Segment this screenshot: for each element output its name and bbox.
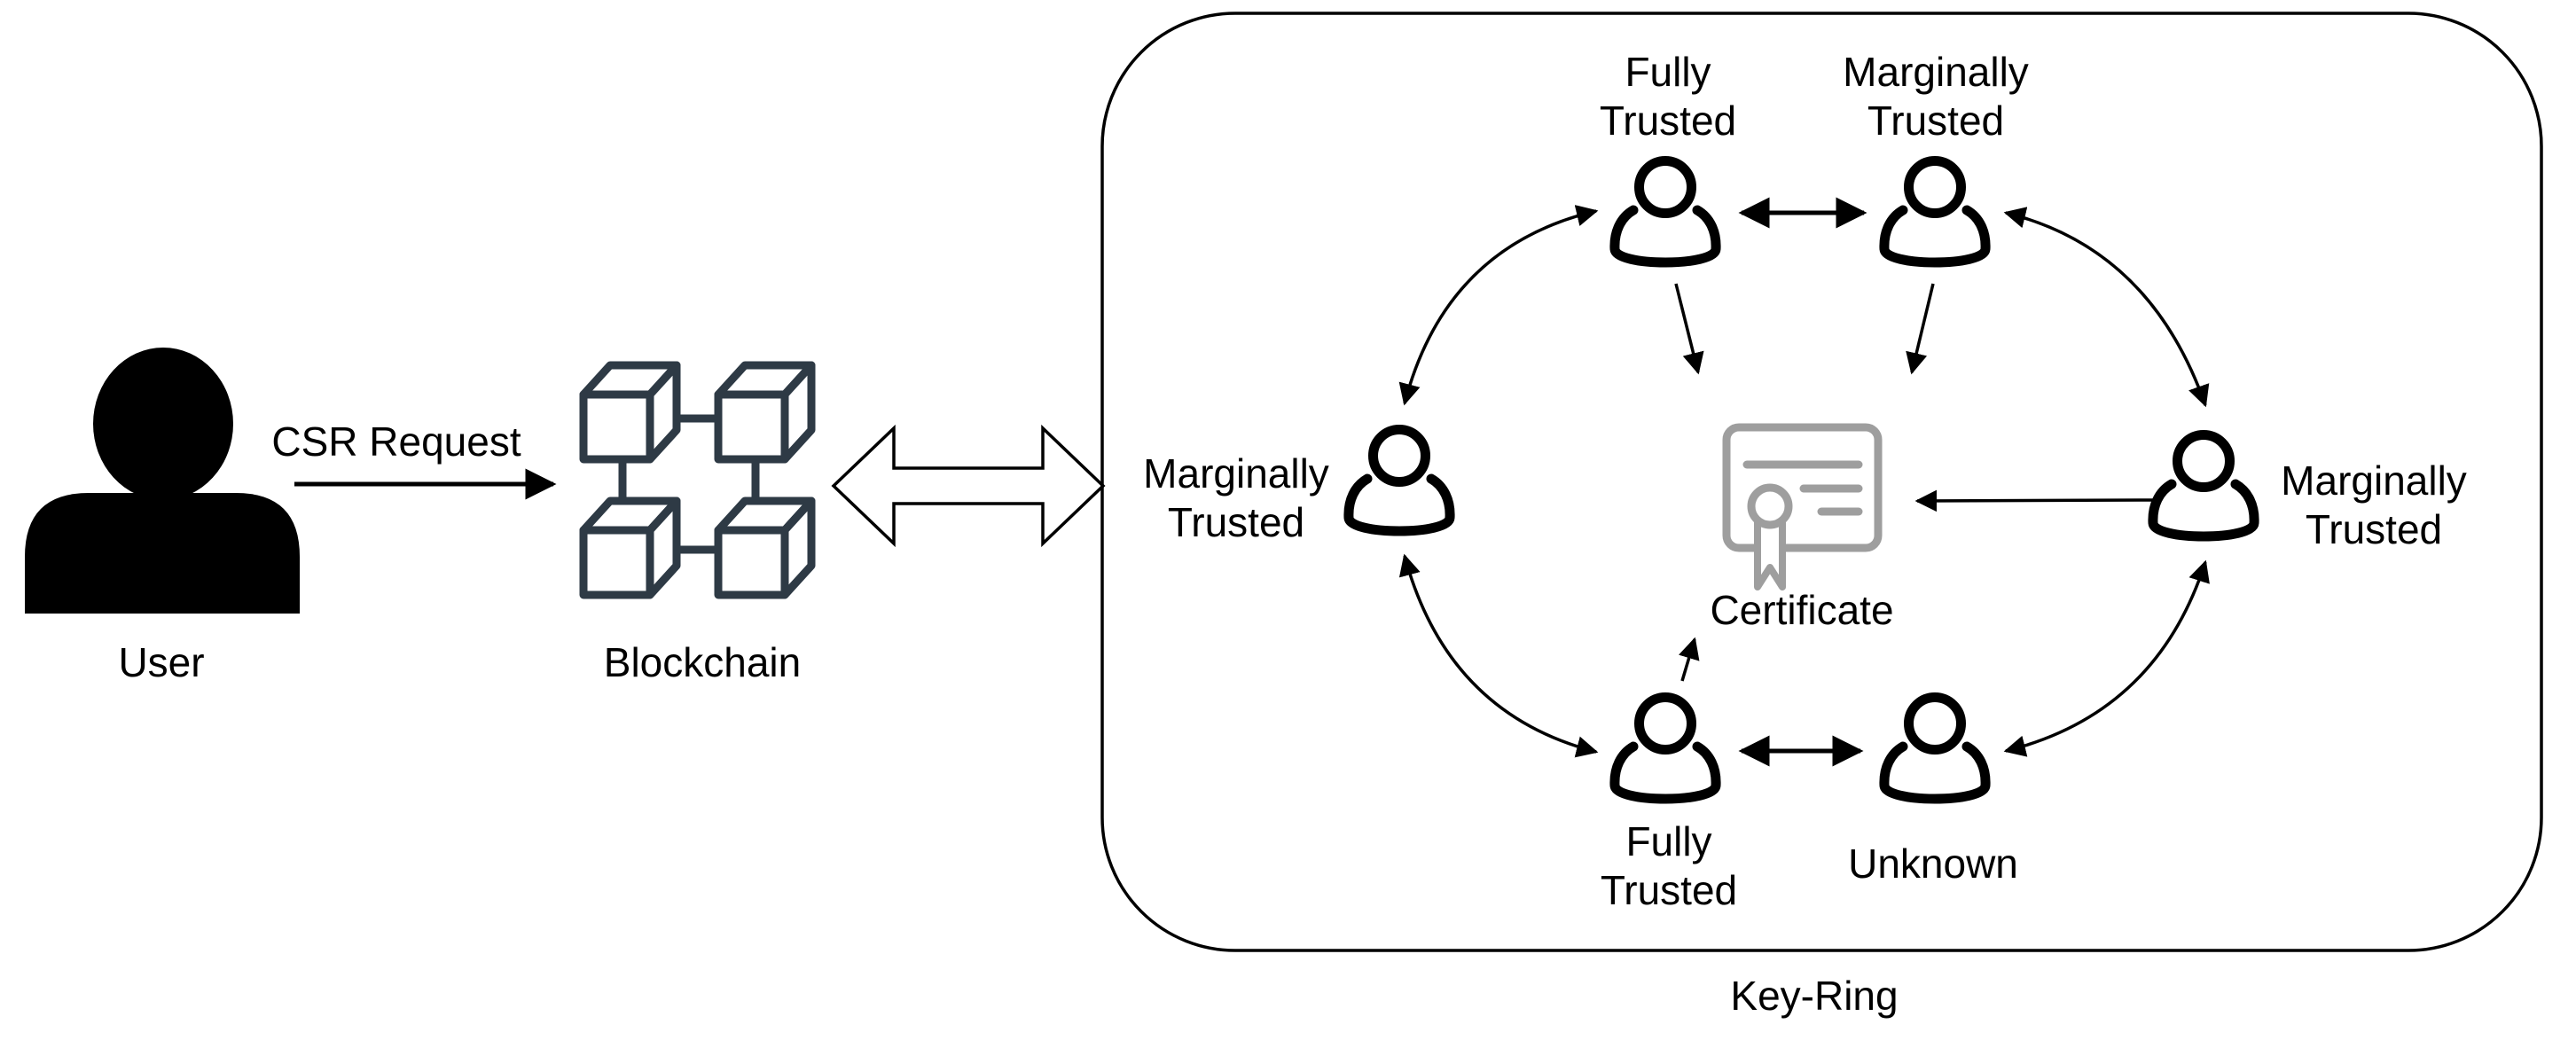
member-label-top-right: Marginally Trusted bbox=[1843, 49, 2029, 144]
keyring-title: Key-Ring bbox=[1730, 973, 1899, 1019]
member-label-bottom-right: Unknown bbox=[1848, 841, 2018, 887]
user-label: User bbox=[118, 639, 205, 685]
certificate-label: Certificate bbox=[1710, 587, 1894, 633]
person-icon-bottom-right bbox=[1884, 698, 1985, 800]
arrow-right-to-certificate bbox=[1914, 489, 2154, 512]
arrow-bottomleft-to-certificate bbox=[1678, 637, 1700, 682]
member-label-left: Marginally Trusted bbox=[1143, 450, 1329, 545]
bidirectional-arrow-icon bbox=[831, 424, 1106, 548]
person-icon-top-right bbox=[1884, 161, 1985, 263]
person-icon-right bbox=[2153, 435, 2254, 537]
member-label-bottom-left: Fully Trusted bbox=[1600, 818, 1738, 913]
arc-right-bottomright bbox=[2003, 559, 2210, 757]
keyring-border bbox=[1100, 12, 2543, 952]
blockchain-icon bbox=[583, 365, 811, 595]
certificate-icon bbox=[1722, 423, 1883, 590]
csr-request-label: CSR Request bbox=[271, 418, 521, 465]
user-icon bbox=[25, 348, 300, 614]
person-icon-top-left bbox=[1615, 161, 1716, 263]
member-label-right: Marginally Trusted bbox=[2281, 457, 2467, 552]
arrow-topleft-to-certificate bbox=[1674, 283, 1704, 375]
person-icon-bottom-left bbox=[1615, 698, 1716, 800]
member-label-top-left: Fully Trusted bbox=[1599, 49, 1737, 144]
arc-topleft-left bbox=[1398, 205, 1599, 406]
arc-topright-right bbox=[2003, 207, 2210, 408]
arc-left-bottomleft bbox=[1398, 553, 1599, 758]
person-icon-left bbox=[1349, 430, 1450, 532]
arrow-topright-to-certificate bbox=[1906, 283, 1935, 375]
blockchain-label: Blockchain bbox=[603, 639, 802, 685]
